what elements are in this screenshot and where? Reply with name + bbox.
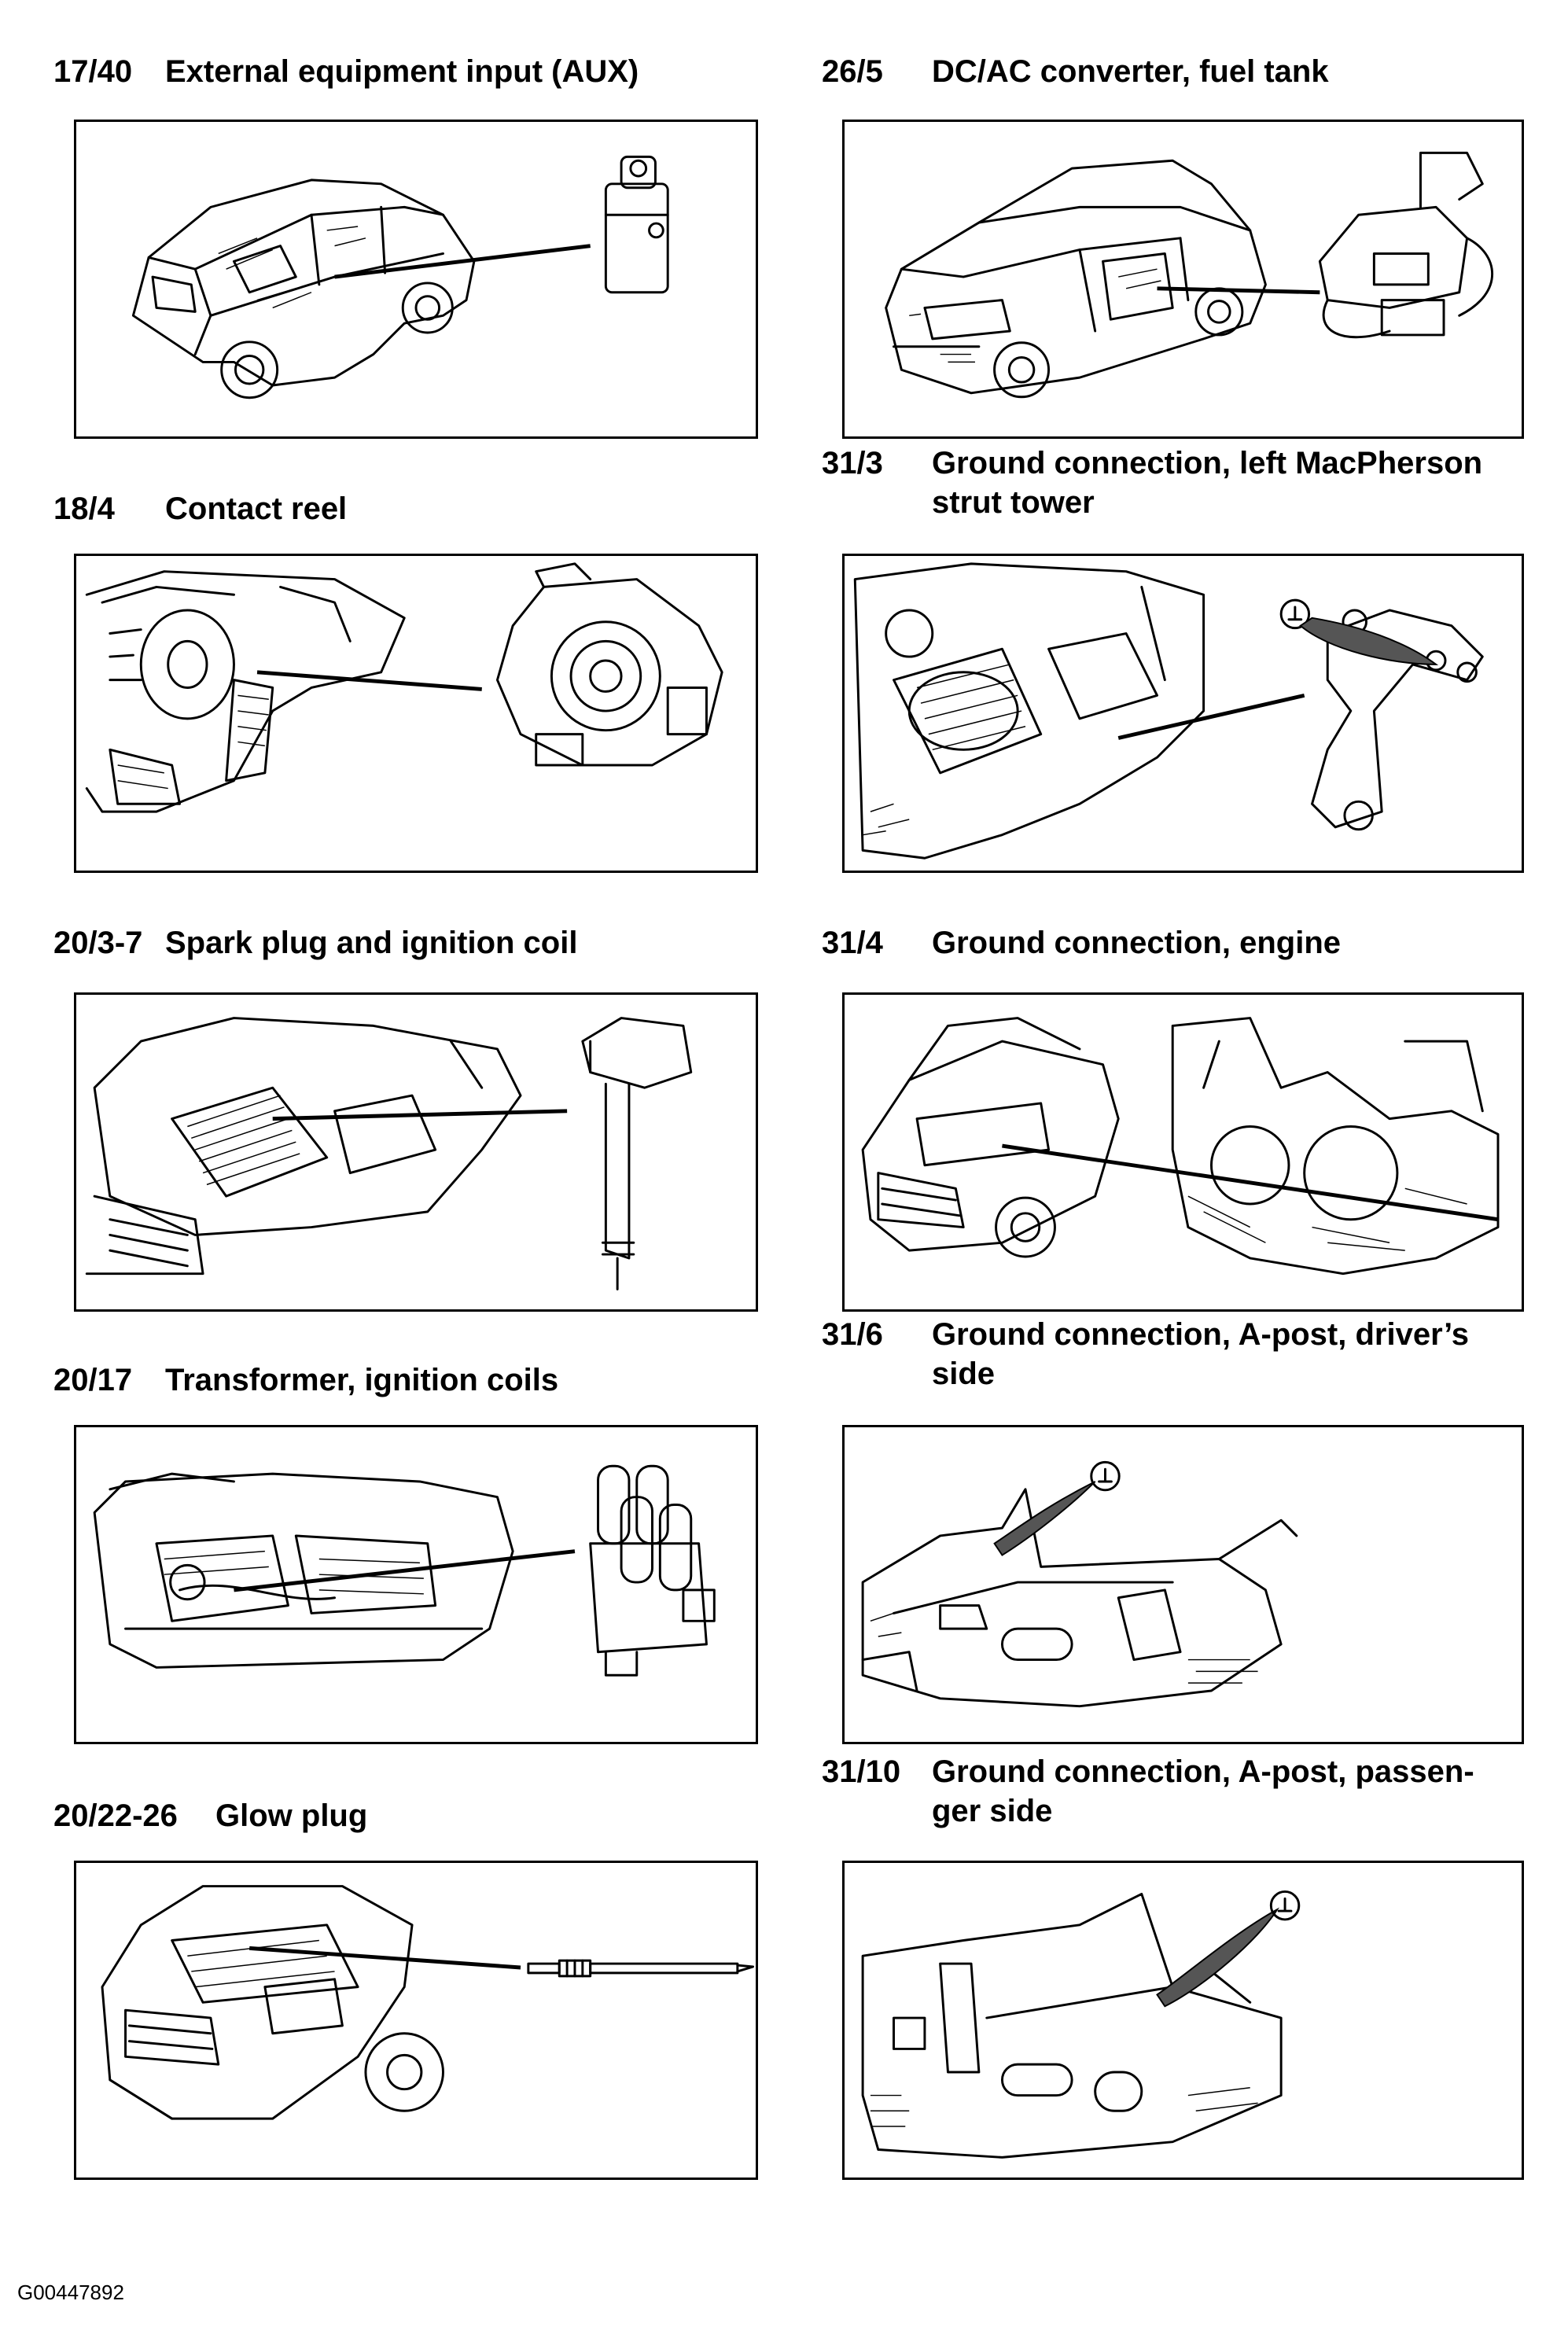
figure-aux-input — [74, 120, 758, 439]
ground-point-icon — [861, 1460, 1298, 1708]
heading-18-4: 18/4 Contact reel — [53, 489, 347, 528]
entry-title: External equipment input (AUX) — [165, 54, 639, 89]
heading-20-17: 20/17 Transformer, ignition coils — [53, 1360, 558, 1400]
figure-id: G00447892 — [17, 2281, 124, 2304]
ground-point-icon — [861, 1890, 1301, 2159]
entry-code: 31/4 — [822, 926, 883, 960]
entry-code: 26/5 — [822, 54, 883, 89]
heading-20-22-26: 20/22-26 Glow plug — [53, 1796, 367, 1835]
entry-title: Transformer, ignition coils — [165, 1363, 559, 1397]
ignition-coil-icon — [85, 1017, 693, 1290]
entry-title-line2: ger side — [932, 1794, 1053, 1828]
contact-reel-icon — [85, 562, 723, 813]
entry-title-line2: side — [932, 1357, 996, 1391]
figure-glow-plug — [74, 1861, 758, 2180]
glow-plug-icon — [101, 1885, 755, 2120]
entry-title: Ground connection, A-post, passen- — [932, 1754, 1474, 1789]
entry-title: Ground connection, left MacPherson — [932, 446, 1483, 480]
figure-ground-macpherson — [842, 554, 1524, 873]
entry-title: Ground connection, A-post, driver’s — [932, 1317, 1470, 1352]
entry-code: 20/22-26 — [53, 1798, 178, 1833]
ground-point-icon — [853, 562, 1484, 860]
figure-ground-apost-driver — [842, 1425, 1524, 1744]
figure-transformer — [74, 1425, 758, 1744]
dcac-converter-icon — [885, 151, 1493, 399]
ground-point-icon — [861, 1017, 1500, 1276]
figure-contact-reel — [74, 554, 758, 873]
heading-17-40: 17/40 External equipment input (AUX) — [53, 52, 639, 91]
entry-title: DC/AC converter, fuel tank — [932, 54, 1329, 89]
heading-26-5: 26/5 DC/AC converter, fuel tank — [822, 52, 1329, 91]
entry-code: 17/40 — [53, 54, 133, 89]
heading-20-3-7: 20/3-7 Spark plug and ignition coil — [53, 923, 577, 963]
figure-ground-apost-passenger — [842, 1861, 1524, 2180]
entry-code: 20/3-7 — [53, 926, 143, 960]
entry-code: 31/6 — [822, 1317, 883, 1352]
entry-code: 31/3 — [822, 446, 883, 480]
entry-title: Spark plug and ignition coil — [165, 926, 578, 960]
figure-dcac-converter — [842, 120, 1524, 439]
figure-ground-engine — [842, 992, 1524, 1312]
entry-code: 31/10 — [822, 1754, 901, 1789]
aux-input-icon — [131, 155, 669, 399]
entry-title: Ground connection, engine — [932, 926, 1341, 960]
heading-31-4: 31/4 Ground connection, engine — [822, 923, 1341, 963]
entry-title: Glow plug — [215, 1798, 368, 1833]
entry-title-line2: strut tower — [932, 485, 1095, 520]
heading-31-3: 31/3 Ground connection, left MacPherson s… — [822, 444, 1482, 522]
entry-code: 18/4 — [53, 491, 115, 526]
figure-spark-plug — [74, 992, 758, 1312]
entry-title: Contact reel — [165, 491, 348, 526]
transformer-icon — [93, 1464, 716, 1677]
entry-code: 20/17 — [53, 1363, 133, 1397]
